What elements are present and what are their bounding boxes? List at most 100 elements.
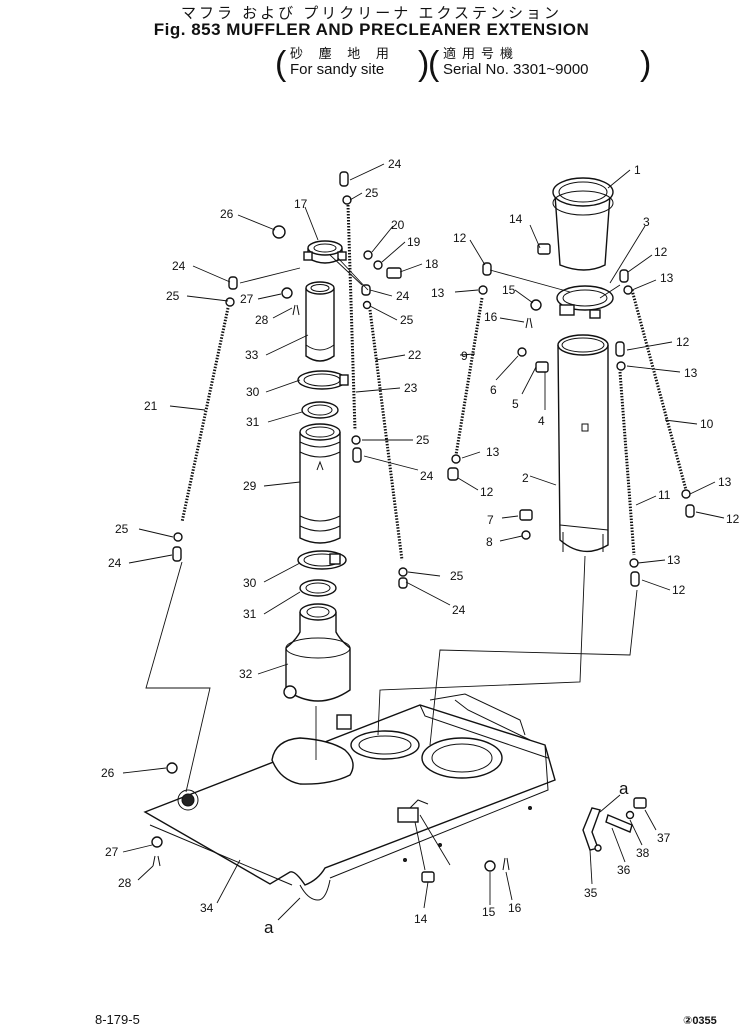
stay-rod-10 [630, 289, 688, 491]
extension-pipe-2 [557, 334, 609, 553]
callout-2: 2 [522, 471, 529, 485]
callout-27-b: 27 [105, 845, 119, 859]
usage-english: For sandy site [290, 61, 385, 78]
title-english: Fig. 853 MUFFLER AND PRECLEANER EXTENSIO… [153, 20, 590, 39]
paren-open-2: ( [428, 45, 440, 83]
callout-26-b: 26 [101, 766, 115, 780]
callout-37: 37 [657, 831, 671, 845]
callout-12-b: 12 [654, 245, 668, 259]
callout-38: 38 [636, 846, 650, 860]
muffler-body-32 [283, 603, 351, 702]
callout-labels: 1 2 3 4 5 6 7 8 9 10 11 12 12 12 12 12 1… [101, 157, 740, 937]
flex-hose-29 [299, 423, 341, 544]
callout-24-c: 24 [396, 289, 410, 303]
paren-close-1: ) [418, 45, 430, 83]
gasket-31-lower [299, 579, 337, 597]
callout-32: 32 [239, 667, 253, 681]
callout-15-b: 15 [482, 905, 496, 919]
reference-a-hood: a [264, 918, 274, 937]
paren-open-1: ( [275, 45, 287, 83]
callout-34: 34 [200, 901, 214, 915]
callout-14-b: 14 [414, 912, 428, 926]
page-number: 8-179-5 [95, 1012, 140, 1027]
callout-12-e: 12 [726, 512, 740, 526]
stay-rod-23 [346, 204, 357, 431]
callout-leaders [122, 163, 725, 921]
callout-5: 5 [512, 397, 519, 411]
callout-31-b: 31 [243, 607, 257, 621]
callout-12-a: 12 [453, 231, 467, 245]
callout-17: 17 [294, 197, 308, 211]
callout-27-a: 27 [240, 292, 254, 306]
callout-35: 35 [584, 886, 598, 900]
paren-close-2: ) [640, 45, 652, 83]
hose-clamp-30-lower [297, 550, 347, 570]
callout-24-d: 24 [420, 469, 434, 483]
callout-36: 36 [617, 863, 631, 877]
callout-25-b: 25 [166, 289, 180, 303]
callout-19: 19 [407, 235, 421, 249]
assembly-lines [145, 254, 638, 871]
callout-29: 29 [243, 479, 257, 493]
callout-23: 23 [404, 381, 418, 395]
callout-12-c: 12 [676, 335, 690, 349]
callout-21: 21 [144, 399, 158, 413]
hose-clamp-30-upper [297, 370, 349, 390]
usage-group: 砂 塵 地 用 For sandy site [290, 46, 395, 78]
callout-16-a: 16 [484, 310, 498, 324]
callout-30-a: 30 [246, 385, 260, 399]
callout-11: 11 [658, 488, 671, 502]
hardware [151, 171, 695, 883]
callout-25-c: 25 [400, 313, 414, 327]
muffler-clamp-17 [303, 240, 347, 264]
callout-24-e: 24 [108, 556, 122, 570]
callout-12-f: 12 [672, 583, 686, 597]
callout-16-b: 16 [508, 901, 522, 915]
serial-japanese: 適用号機 [443, 46, 520, 61]
gasket-31-upper [301, 401, 339, 419]
precleaner-cap-1 [552, 177, 614, 271]
callout-7: 7 [487, 513, 494, 527]
exhaust-pipe-33 [305, 281, 335, 362]
stay-rod-9 [454, 297, 484, 456]
callout-18: 18 [425, 257, 439, 271]
usage-japanese: 砂 塵 地 用 [290, 46, 395, 61]
callout-4: 4 [538, 414, 545, 428]
callout-25-a: 25 [365, 186, 379, 200]
callout-9: 9 [461, 349, 468, 363]
callout-12-d: 12 [480, 485, 494, 499]
callout-25-f: 25 [450, 569, 464, 583]
callout-8: 8 [486, 535, 493, 549]
callout-25-e: 25 [115, 522, 129, 536]
stay-rod-22 [368, 309, 404, 561]
callout-15-a: 15 [502, 283, 516, 297]
callout-6: 6 [490, 383, 497, 397]
band-clamp-3 [556, 285, 614, 319]
callout-26-a: 26 [220, 207, 234, 221]
callout-31-a: 31 [246, 415, 260, 429]
callout-10: 10 [700, 417, 714, 431]
callout-28-b: 28 [118, 876, 132, 890]
serial-english: Serial No. 3301~9000 [443, 61, 589, 78]
callout-33: 33 [245, 348, 259, 362]
callout-14-a: 14 [509, 212, 523, 226]
callout-13-b: 13 [660, 271, 674, 285]
title-japanese: マフラ および プリクリーナ エクステンション [180, 5, 563, 22]
callout-24-f: 24 [452, 603, 466, 617]
stay-rod-11 [618, 371, 636, 556]
callout-25-d: 25 [416, 433, 430, 447]
stay-rod-21 [180, 307, 230, 523]
serial-group: 適用号機 Serial No. 3301~9000 [443, 46, 589, 78]
callout-24-a: 24 [388, 157, 402, 171]
callout-13-a: 13 [431, 286, 445, 300]
callout-13-f: 13 [667, 553, 681, 567]
callout-24-b: 24 [172, 259, 186, 273]
engine-hood [143, 693, 556, 901]
callout-13-d: 13 [486, 445, 500, 459]
document-code: ②0355 [683, 1015, 717, 1027]
reference-a-bracket: a [619, 779, 629, 798]
callout-13-e: 13 [718, 475, 732, 489]
callout-1: 1 [634, 163, 641, 177]
callout-20: 20 [391, 218, 405, 232]
